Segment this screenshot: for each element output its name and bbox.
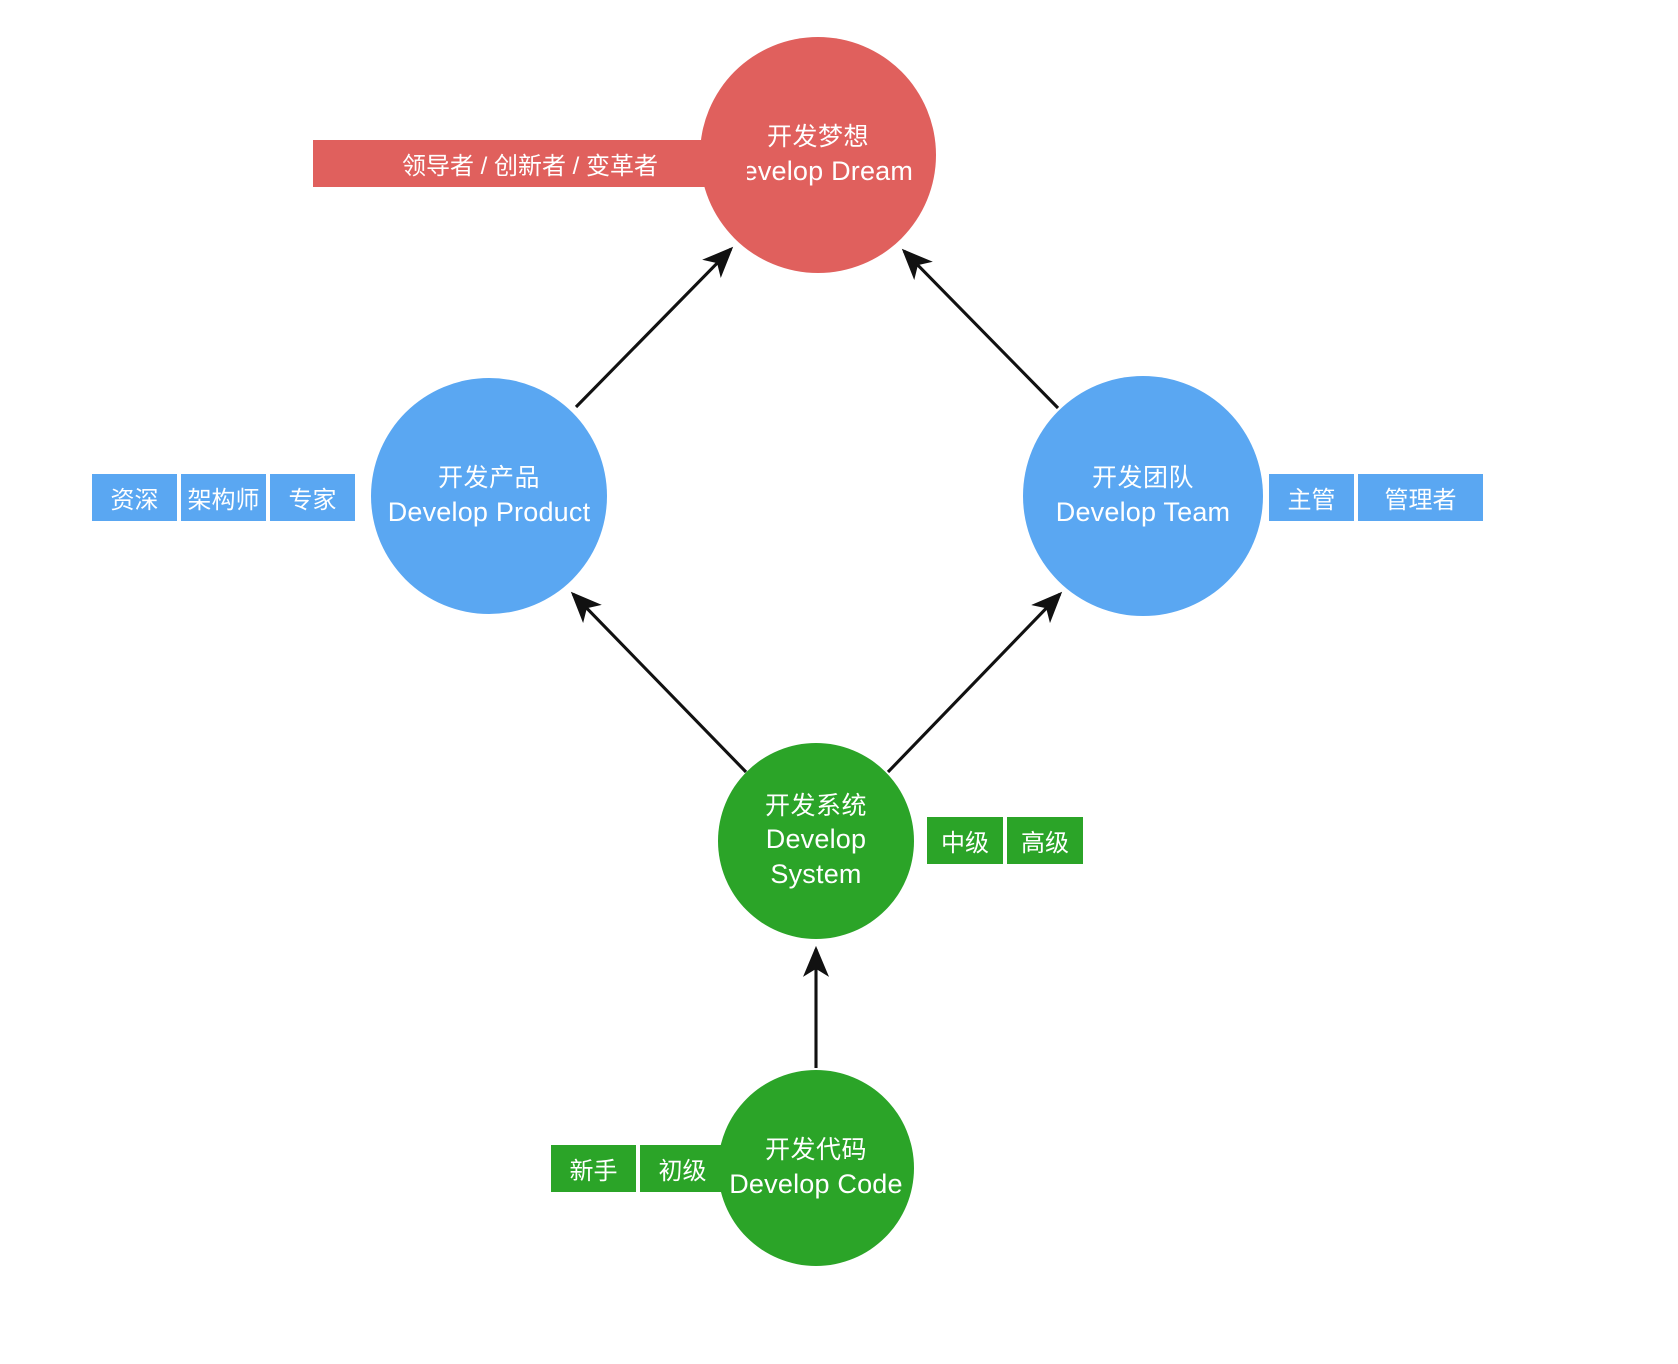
node-system-label-en: Develop System: [765, 824, 867, 890]
tag-product-0[interactable]: 资深: [92, 474, 177, 521]
tag-product-2[interactable]: 专家: [270, 474, 355, 521]
tag-system-1[interactable]: 高级: [1007, 817, 1083, 864]
tag-team-1[interactable]: 管理者: [1358, 474, 1483, 521]
node-develop-product[interactable]: 开发产品 Develop Product: [371, 378, 607, 614]
node-product-label-en: Develop Product: [387, 496, 591, 527]
edge-system-to-product: [570, 591, 748, 774]
tag-code-0[interactable]: 新手: [551, 1145, 636, 1192]
tag-strip-system: 中级 高级: [927, 817, 1083, 864]
tag-team-0[interactable]: 主管: [1269, 474, 1354, 521]
node-dream-label-en: Develop Dream: [722, 155, 914, 186]
node-team-label-cn: 开发团队: [1091, 464, 1194, 493]
node-code-label-en: Develop Code: [729, 1168, 903, 1199]
edge-system-to-team: [886, 591, 1063, 774]
edge-product-to-dream: [574, 246, 734, 409]
tag-strip-product: 资深 架构师 专家: [92, 474, 355, 521]
tag-code-1[interactable]: 初级: [640, 1145, 725, 1192]
node-team-label-en: Develop Team: [1055, 496, 1231, 527]
node-develop-code[interactable]: 开发代码 Develop Code: [718, 1070, 914, 1266]
tag-product-1[interactable]: 架构师: [181, 474, 266, 521]
node-develop-team[interactable]: 开发团队 Develop Team: [1023, 376, 1263, 616]
tag-strip-dream: 领导者 / 创新者 / 变革者: [313, 140, 747, 187]
tag-strip-code: 新手 初级: [551, 1145, 725, 1192]
tag-dream-0[interactable]: 领导者 / 创新者 / 变革者: [313, 140, 747, 187]
node-develop-system[interactable]: 开发系统 Develop System: [718, 743, 914, 939]
node-dream-label-cn: 开发梦想: [766, 123, 869, 152]
node-code-label-cn: 开发代码: [764, 1136, 867, 1165]
tag-system-0[interactable]: 中级: [927, 817, 1003, 864]
node-product-label-cn: 开发产品: [437, 464, 540, 493]
tag-strip-team: 主管 管理者: [1269, 474, 1483, 521]
edge-team-to-dream: [901, 248, 1060, 410]
node-system-label-cn: 开发系统: [764, 791, 867, 820]
